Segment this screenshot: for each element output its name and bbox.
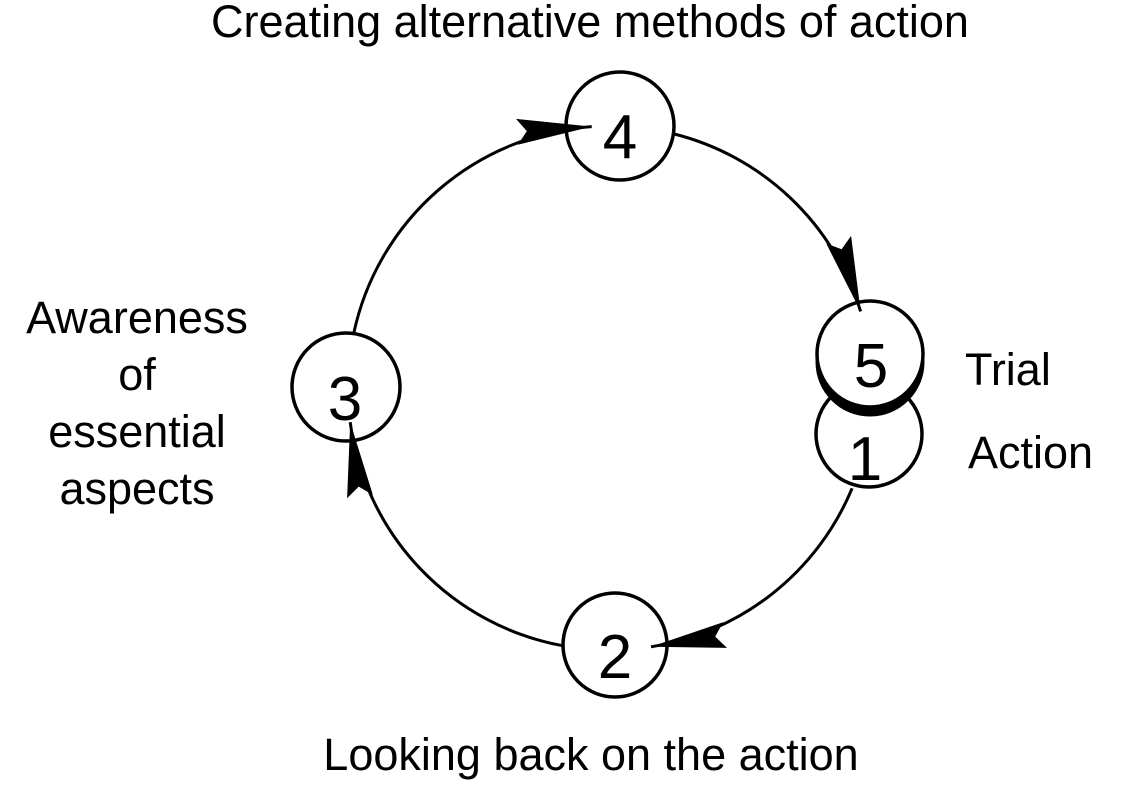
label-action: Action bbox=[968, 427, 1094, 478]
node-number-4: 4 bbox=[602, 103, 638, 172]
label-bottom: Looking back on the action bbox=[323, 729, 859, 780]
node-number-3: 3 bbox=[327, 365, 363, 434]
node-circle-5 bbox=[815, 299, 925, 409]
node-number-2: 2 bbox=[597, 623, 633, 692]
cycle-arc-3-to-4 bbox=[352, 118, 592, 333]
label-awareness: Awareness of essential aspects bbox=[26, 292, 248, 514]
node-circle-3 bbox=[290, 331, 402, 443]
node-number-1: 1 bbox=[847, 425, 883, 494]
label-trial: Trial bbox=[965, 344, 1051, 395]
cycle-arc-4-to-5 bbox=[673, 132, 863, 312]
cycle-arc-2-to-3 bbox=[347, 422, 564, 648]
node-number-5: 5 bbox=[853, 332, 889, 401]
title-top: Creating alternative methods of action bbox=[211, 0, 969, 47]
cycle-arc-1-to-2 bbox=[650, 487, 854, 649]
